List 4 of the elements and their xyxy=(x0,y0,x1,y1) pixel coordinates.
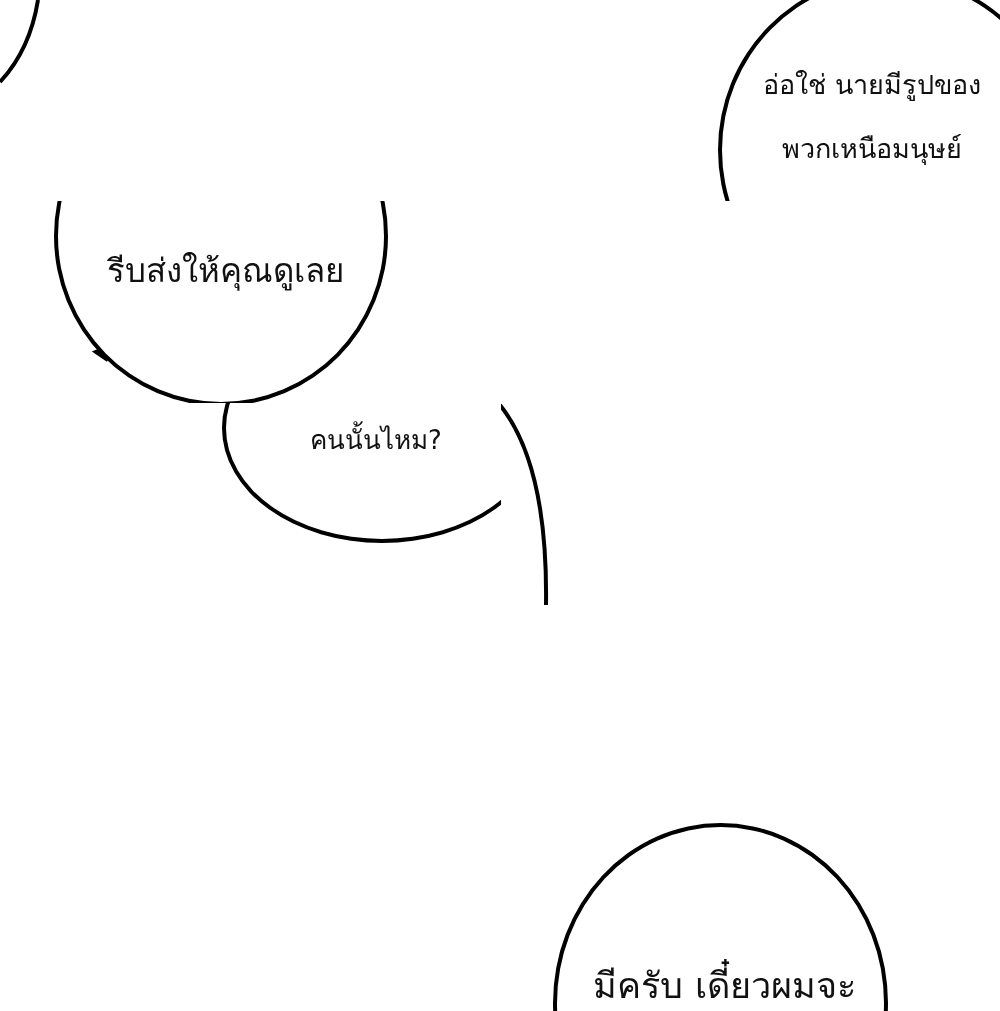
speech-text: คนนั้นไหม? xyxy=(276,420,476,460)
speech-text: รีบส่งให้คุณดูเลย xyxy=(105,250,345,293)
speech-text: มีครับ เดี๋ยวผมจะ xyxy=(567,961,882,1011)
speech-text: อ่อใช่ นายมีรูปของ พวกเหนือมนุษย์ xyxy=(762,68,982,167)
